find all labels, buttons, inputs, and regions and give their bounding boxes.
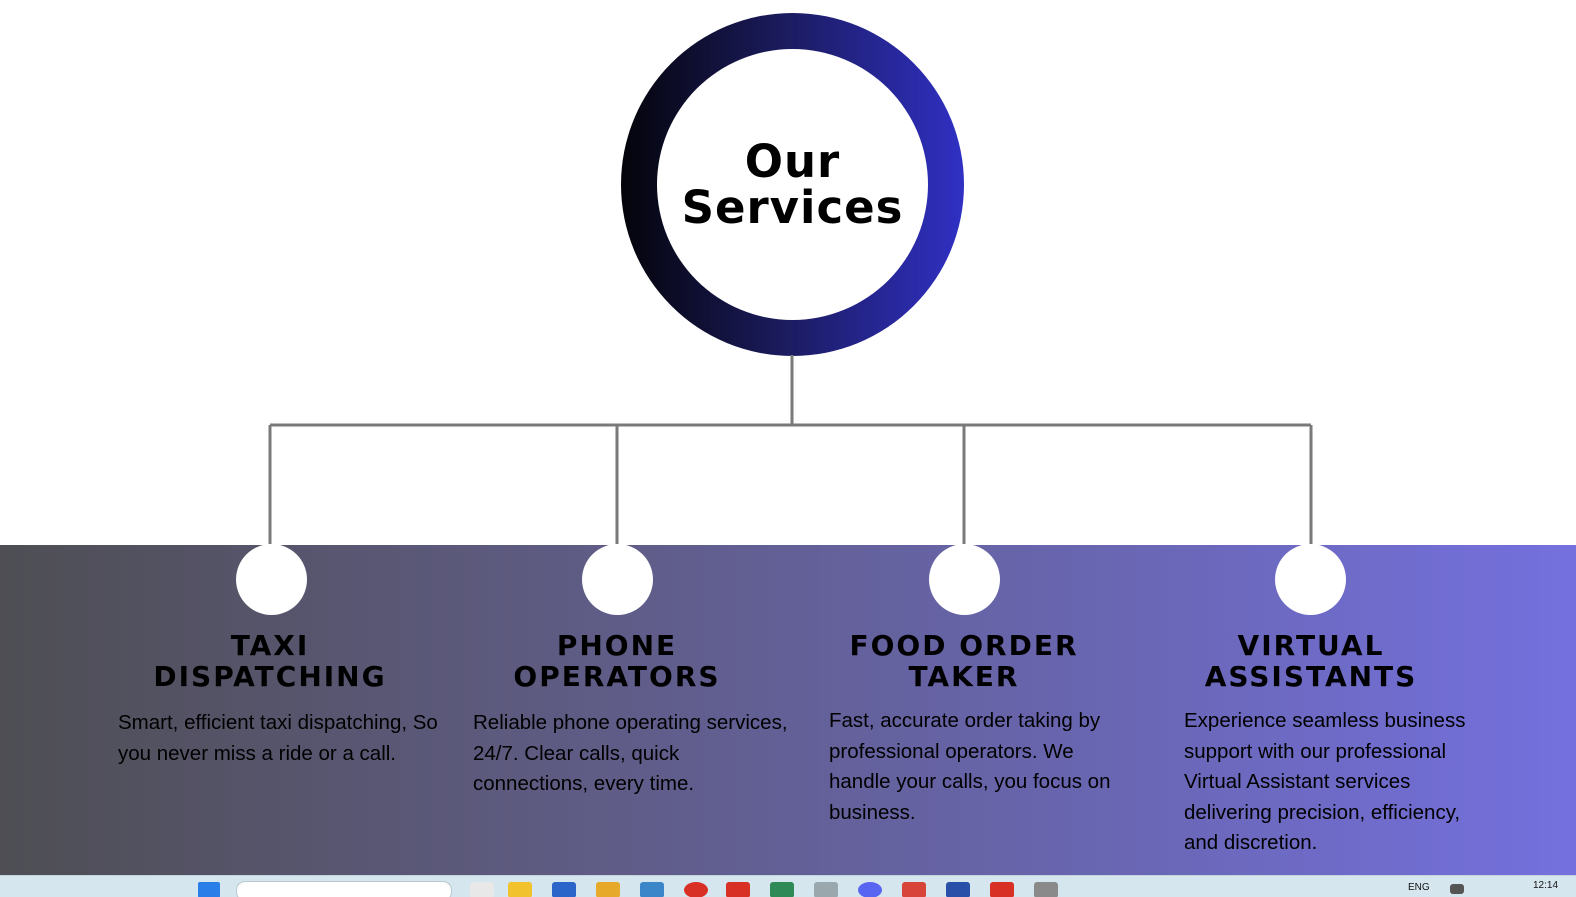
windows-start-icon[interactable] — [198, 882, 220, 897]
service-title-line2: DISPATCHING — [153, 660, 387, 693]
service-taxi-dispatching: TAXI DISPATCHING Smart, efficient taxi d… — [100, 630, 440, 769]
service-title-line2: ASSISTANTS — [1204, 660, 1418, 693]
discord-icon[interactable] — [858, 882, 882, 897]
taskbar-search-input[interactable] — [236, 881, 452, 897]
settings-gear-icon[interactable] — [1034, 882, 1058, 897]
service-node-3 — [929, 544, 1000, 615]
chrome-icon[interactable] — [684, 882, 708, 897]
app-icon[interactable] — [814, 882, 838, 897]
service-title-line1: VIRTUAL — [1237, 629, 1385, 662]
star-app-icon[interactable] — [508, 882, 532, 897]
calendar-icon[interactable] — [552, 882, 576, 897]
app-icon[interactable] — [946, 882, 970, 897]
service-description: Reliable phone operating services, 24/7.… — [473, 711, 788, 795]
service-title: TAXI DISPATCHING — [100, 630, 440, 692]
service-title: VIRTUAL ASSISTANTS — [1141, 630, 1481, 692]
service-title-line1: FOOD ORDER — [849, 629, 1079, 662]
hero-ring: Our Services — [621, 13, 964, 356]
page-title-line2: Services — [681, 180, 904, 234]
hero-ring-center: Our Services — [657, 49, 928, 320]
service-description: Experience seamless business support wit… — [1184, 709, 1466, 854]
language-indicator[interactable]: ENG — [1408, 882, 1430, 893]
service-node-1 — [236, 544, 307, 615]
taskbar-clock[interactable]: 12:14 — [1533, 880, 1559, 891]
app-icon[interactable] — [726, 882, 750, 897]
service-title-line1: TAXI — [230, 629, 310, 662]
page-title-line1: Our — [744, 134, 841, 188]
service-title-line1: PHONE — [556, 629, 678, 662]
service-title-line2: TAKER — [908, 660, 1020, 693]
file-explorer-icon[interactable] — [470, 882, 494, 897]
service-phone-operators: PHONE OPERATORS Reliable phone operating… — [447, 630, 788, 800]
page-title: Our Services — [673, 134, 913, 234]
folder-icon[interactable] — [596, 882, 620, 897]
app-icon[interactable] — [902, 882, 926, 897]
service-title-line2: OPERATORS — [513, 660, 721, 693]
service-node-4 — [1275, 544, 1346, 615]
store-icon[interactable] — [640, 882, 664, 897]
network-icon[interactable] — [1450, 884, 1464, 894]
service-virtual-assistants: VIRTUAL ASSISTANTS Experience seamless b… — [1141, 630, 1481, 859]
service-title: PHONE OPERATORS — [447, 630, 787, 692]
service-node-2 — [582, 544, 653, 615]
excel-icon[interactable] — [770, 882, 794, 897]
app-icon[interactable] — [990, 882, 1014, 897]
service-description: Fast, accurate order taking by professio… — [829, 709, 1111, 824]
taskbar: ENG 12:14 — [0, 875, 1576, 897]
service-description: Smart, efficient taxi dispatching, So yo… — [118, 711, 438, 765]
service-title: FOOD ORDER TAKER — [794, 630, 1134, 692]
service-food-order-taker: FOOD ORDER TAKER Fast, accurate order ta… — [794, 630, 1134, 828]
